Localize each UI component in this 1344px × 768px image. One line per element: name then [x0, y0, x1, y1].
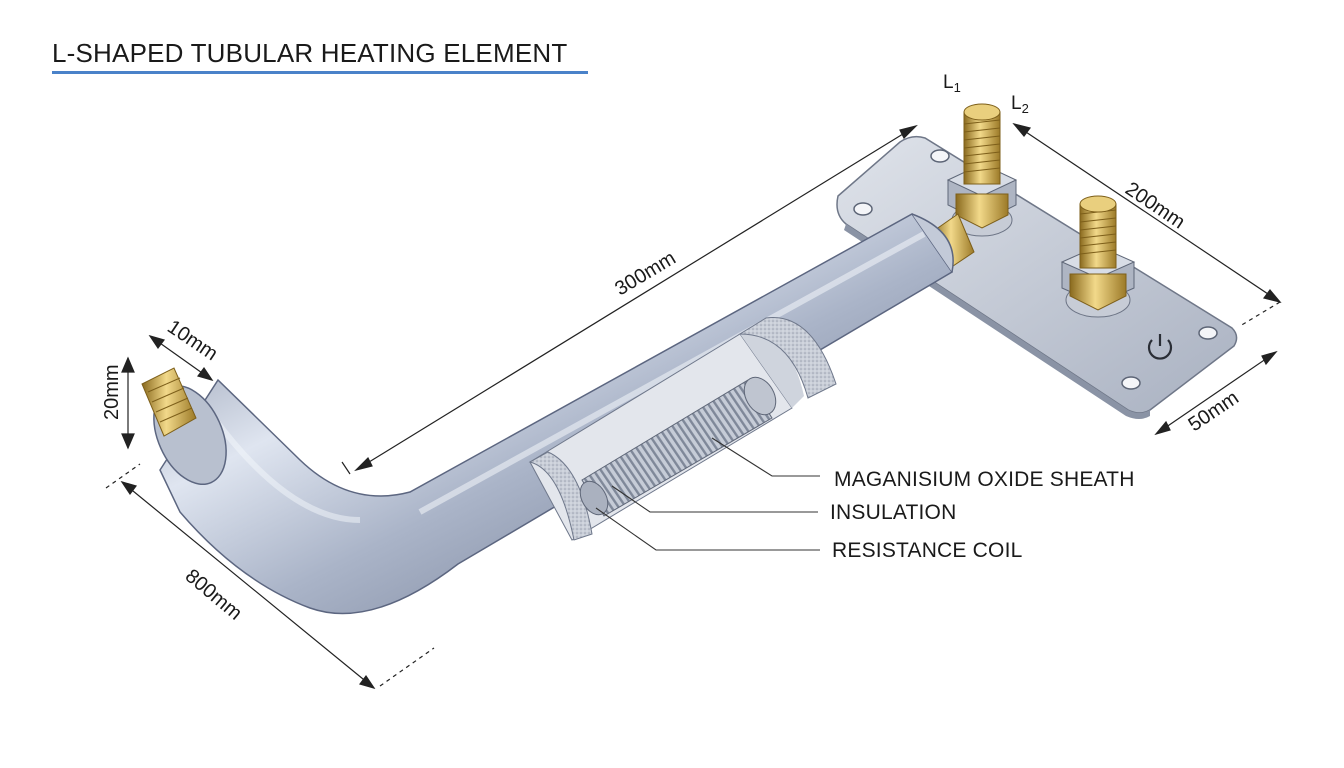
dim-length-leg: 800mm [181, 565, 246, 625]
terminal-l2 [1060, 195, 1136, 318]
dim-tube-diameter: 20mm [101, 364, 123, 420]
dim-plate-length: 200mm [1121, 178, 1189, 234]
cutaway-section [528, 317, 837, 541]
terminal-l1 [946, 103, 1018, 237]
plate-mount-hole [930, 149, 950, 163]
callout-coil: RESISTANCE COIL [832, 539, 1022, 562]
title-underline [52, 71, 588, 74]
plate-mount-hole [1121, 376, 1141, 390]
tube-end-fitting-left [141, 367, 197, 437]
leader-insulation [611, 485, 818, 513]
plate-mount-hole [853, 202, 873, 216]
insulation-layer [528, 317, 837, 541]
leader-sheath [711, 437, 820, 477]
callout-insulation: INSULATION [830, 501, 956, 524]
heating-tube [153, 213, 954, 615]
leader-coil [595, 507, 820, 551]
power-icon [1147, 334, 1173, 360]
plate-mount-hole [1198, 326, 1218, 340]
callout-sheath: MAGANISIUM OXIDE SHEATH [834, 468, 1135, 491]
resistance-coil [579, 376, 777, 517]
dim-terminal-diameter: 10mm [163, 316, 221, 365]
leader-lines [595, 437, 820, 551]
terminal-label-l1: L1 [943, 72, 961, 95]
page-title: L-SHAPED TUBULAR HEATING ELEMENT [52, 38, 568, 68]
dimension-lines [105, 122, 1282, 690]
terminal-label-l2: L2 [1011, 93, 1029, 116]
